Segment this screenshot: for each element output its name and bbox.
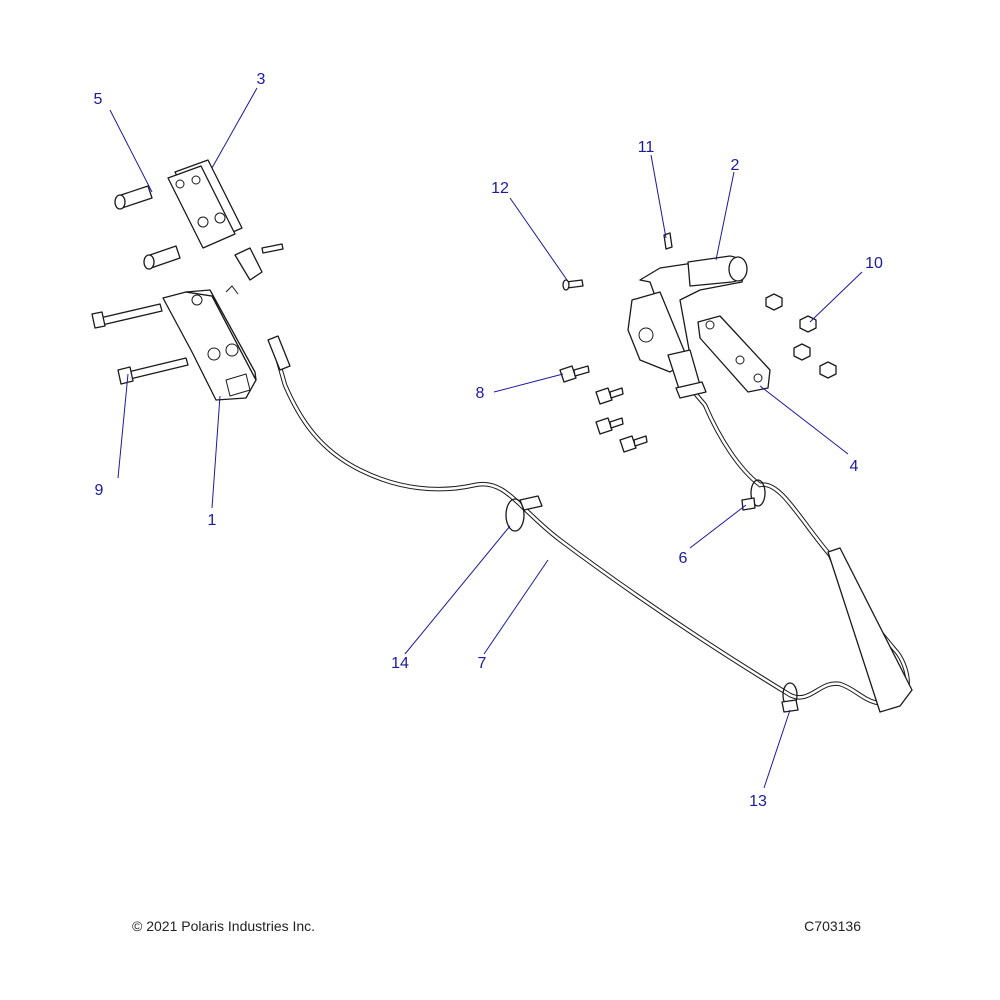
brake-lever-part-2 [627, 255, 748, 399]
callout-9: 9 [95, 482, 104, 499]
callout-5: 5 [94, 91, 103, 108]
callout-1: 1 [208, 512, 217, 529]
grommet-part-14 [505, 495, 543, 532]
callout-6: 6 [679, 550, 688, 567]
callout-14: 14 [391, 655, 409, 672]
callout-11: 11 [638, 139, 655, 156]
bolt-part-9 [91, 303, 189, 385]
callout-13: 13 [749, 793, 767, 810]
leader-lines [109, 87, 863, 789]
clevis-pin-part-12 [562, 279, 584, 291]
callout-12: 12 [491, 180, 509, 197]
callout-3: 3 [257, 71, 266, 88]
bushing-part-5 [114, 185, 181, 270]
bolt-part-8 [559, 365, 648, 453]
mounting-plate-part-4 [697, 315, 771, 393]
drawing-number: C703136 [804, 918, 861, 934]
clip-part-6 [741, 479, 766, 511]
callout-2: 2 [731, 157, 740, 174]
callout-4: 4 [850, 458, 859, 475]
callout-7: 7 [478, 655, 487, 672]
callout-8: 8 [476, 385, 485, 402]
bracket-plate-part-3 [167, 159, 243, 249]
clip-part-13 [781, 682, 799, 713]
pedal-bracket-part-1 [162, 289, 257, 401]
copyright-text: © 2021 Polaris Industries Inc. [132, 918, 315, 934]
brake-cable-part-7 [267, 335, 913, 713]
callout-10: 10 [865, 255, 883, 272]
cable-end-clip [225, 243, 284, 295]
